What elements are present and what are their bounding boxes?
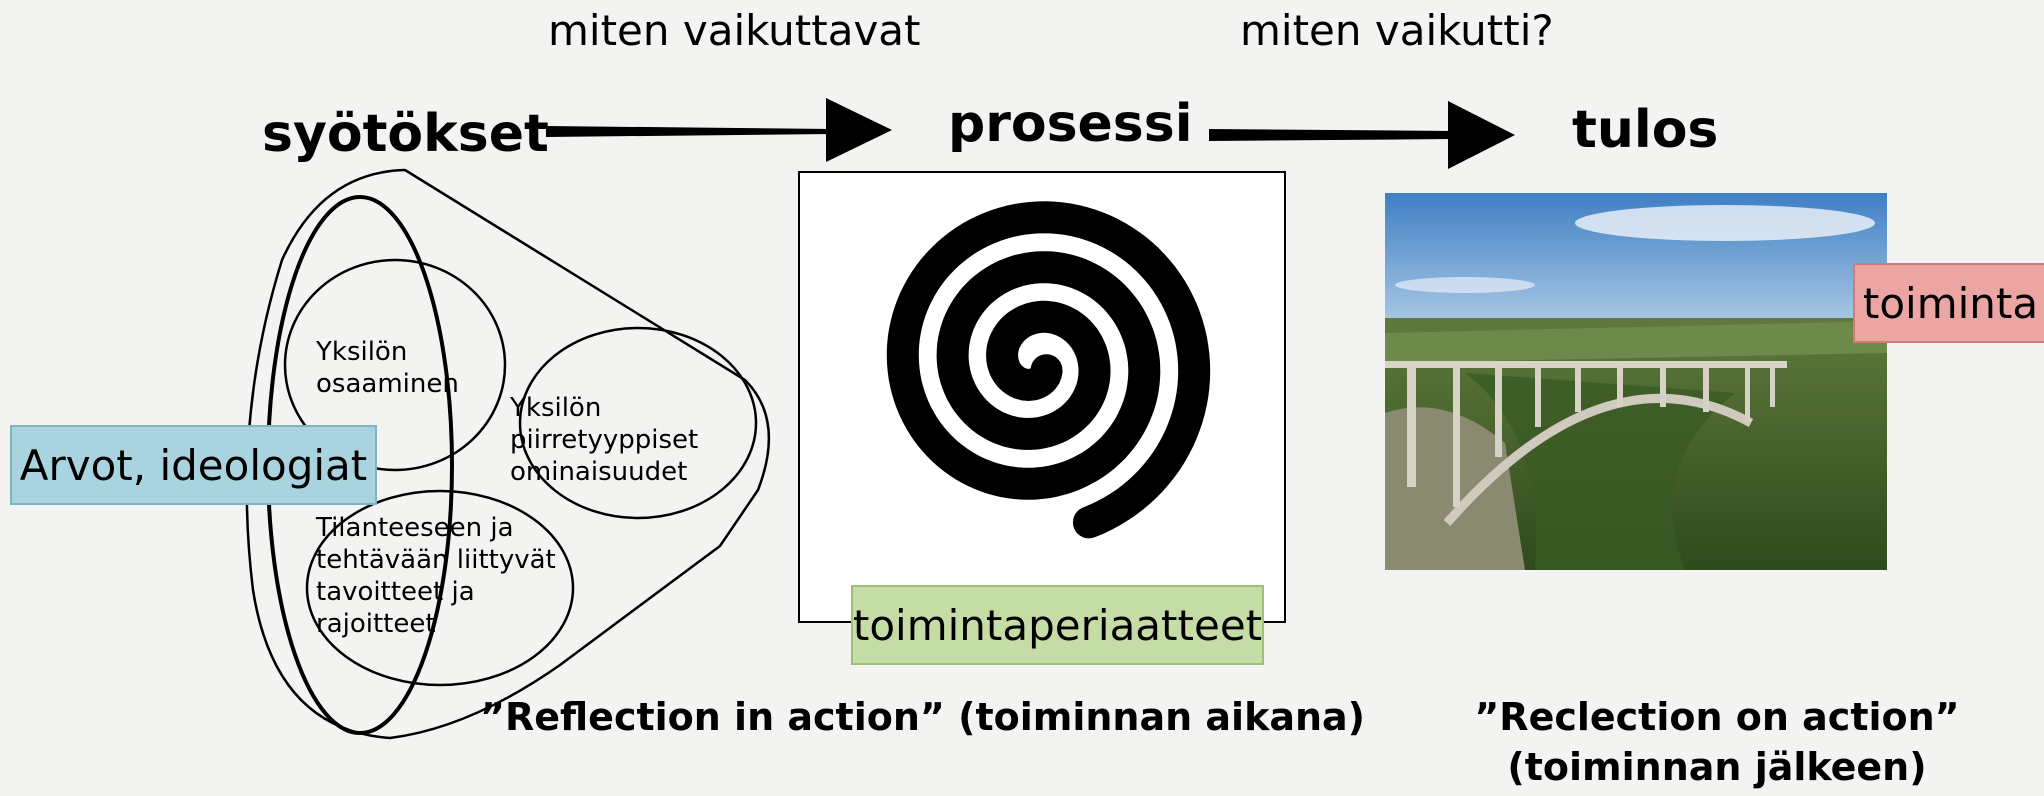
circle-traits-text: Yksilön piirretyyppiset ominaisuudet xyxy=(510,393,699,487)
spiral-icon xyxy=(886,201,1211,539)
heading-inputs: syötökset xyxy=(262,104,549,164)
circle-traits xyxy=(518,326,758,520)
question-left: miten vaikuttavat xyxy=(548,6,921,55)
right-arrow-icon xyxy=(1209,101,1515,169)
reflection-on-action-line2: (toiminnan jälkeen) xyxy=(1507,745,1927,789)
circle-goals-text: Tilanteeseen ja tehtävään liittyvät tavo… xyxy=(316,513,556,639)
reflection-in-action: ”Reflection in action” (toiminnan aikana… xyxy=(480,695,1366,739)
process-box xyxy=(798,171,1286,623)
action-tag: toiminta xyxy=(1853,263,2044,343)
values-tag: Arvot, ideologiat xyxy=(10,425,377,505)
principles-tag: toimintaperiaatteet xyxy=(851,585,1264,665)
question-right: miten vaikutti? xyxy=(1240,6,1554,55)
circle-goals xyxy=(305,489,575,687)
bridge-photo xyxy=(1385,193,1887,570)
reflection-on-action-line1: ”Reclection on action” xyxy=(1474,695,1960,739)
heading-process: prosessi xyxy=(948,94,1193,154)
heading-result: tulos xyxy=(1572,100,1719,160)
cone-outline xyxy=(245,168,771,740)
circle-skills-text: Yksilön osaaminen xyxy=(316,337,459,399)
circle-skills xyxy=(283,258,507,472)
right-arrow-icon xyxy=(546,98,892,162)
